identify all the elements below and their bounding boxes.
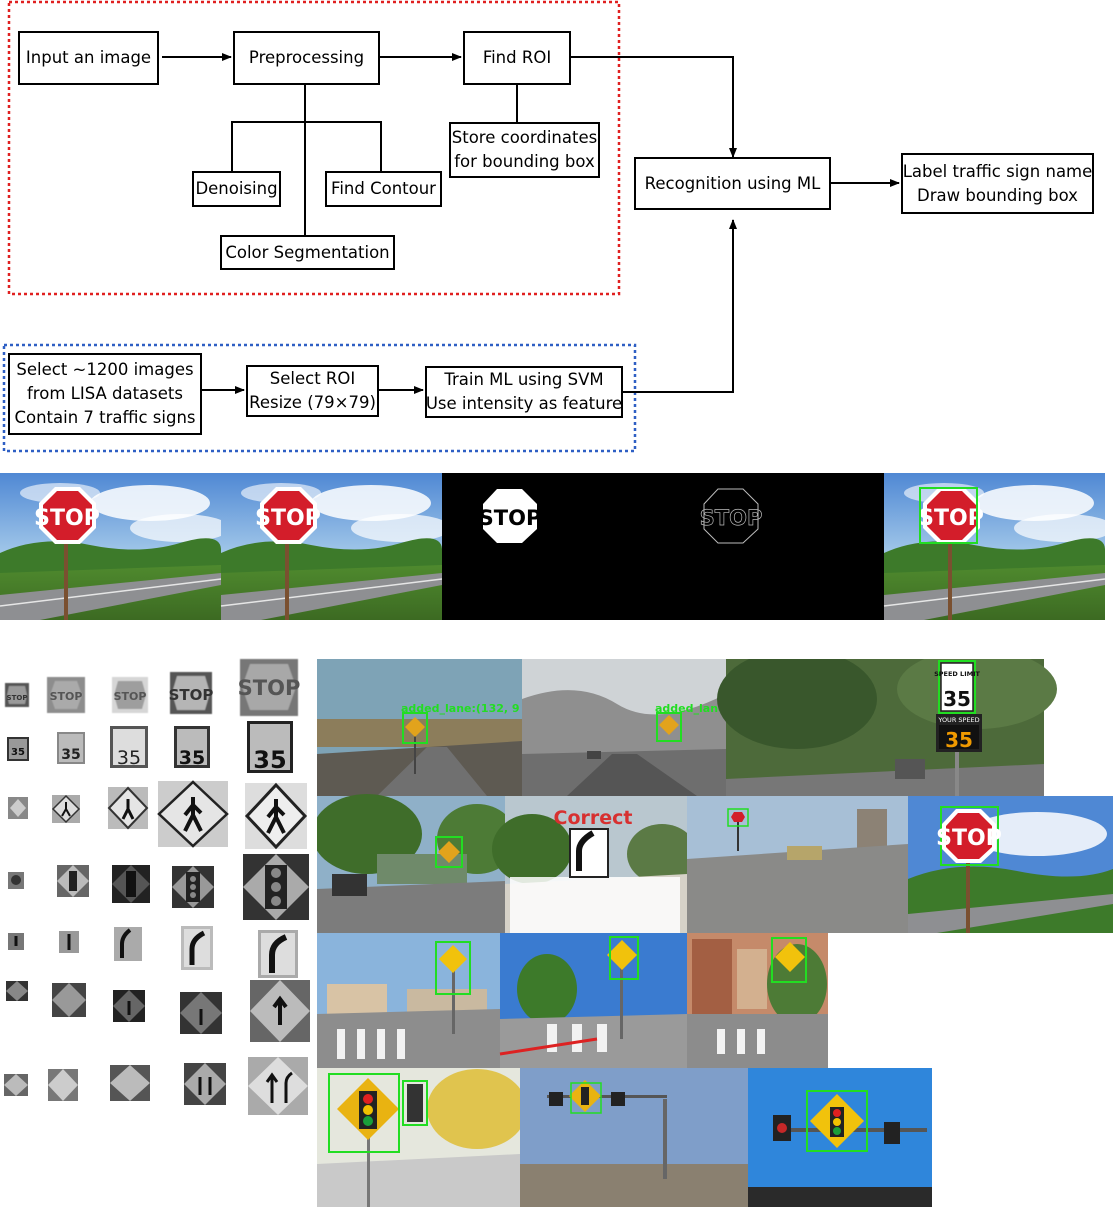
thumb-speed-t4: 35 [179,747,205,769]
thumb-row-stop [5,659,298,716]
test-img-signal-2 [520,1068,748,1207]
train-line-1: Train ML using SVM [444,370,604,389]
test-img-added-lane-2 [522,659,726,796]
speed-limit-caption: SPEED LIMIT [934,670,980,678]
processing-strip: STOP STOP STOP STOP STOP [0,473,1113,620]
test-img-pedestrian-2 [499,933,687,1068]
recognition-label: Recognition using ML [644,173,821,193]
your-speed-value: 35 [945,728,973,752]
stop-text-5: STOP [918,506,984,531]
input-image-box: Input an image [18,31,159,85]
thumb-speed-t5: 35 [253,746,286,774]
test-img-correct-keep-right [492,796,697,933]
thumb-speed-t1: 35 [11,747,25,758]
stop-text-4: STOP [700,506,763,530]
color-segmentation-label: Color Segmentation [225,242,390,262]
thumb-row-pedestrian [8,780,308,850]
stop-text-mosaic: STOP [936,826,1002,851]
stop-denoised-photo [220,473,452,620]
train-line-2: Use intensity as feature [425,394,623,413]
select-line-2: from LISA datasets [27,384,183,403]
train-svm-box: Train ML using SVM Use intensity as featu… [425,366,623,418]
arrow-findroi-recognition [571,56,737,158]
recognition-box: Recognition using ML [634,157,831,210]
input-image-label: Input an image [25,48,152,67]
thumb-row-signal [8,854,309,920]
stop-original-photo [0,473,231,620]
test-img-stop-road [687,796,908,933]
denoising-box: Denoising [192,171,281,207]
thumb-stop-t5: STOP [238,676,301,700]
speed-limit-value: 35 [943,687,971,711]
test-img-signal-1 [317,1068,527,1207]
diagram-connectors [2,0,900,453]
select-roi-box: Select ROI Resize (79×79) [246,365,379,417]
thumb-row-addedlane [6,980,310,1042]
detection-label-lane-1: added_lane:(132, 9 [401,702,520,715]
preprocessing-box: Preprocessing [233,31,380,85]
test-img-pedestrian-3 [687,933,828,1068]
thumb-stop-t2: STOP [50,690,83,703]
find-roi-label: Find ROI [482,48,552,67]
test-img-pedestrian-1 [317,933,500,1068]
thumb-speed-t3: 35 [117,747,141,769]
stop-text-1: STOP [34,506,100,531]
your-speed-caption: YOUR SPEED [937,716,979,724]
test-img-merge [317,794,517,933]
label-line-2: Draw bounding box [917,185,1078,205]
thumb-stop-t3: STOP [114,690,147,703]
stop-detected-photo [883,473,1113,620]
pipeline-region-border [7,0,621,296]
arrow-train-recognition [623,219,737,393]
training-region-border [2,343,637,453]
training-thumbnails: STOP STOP STOP STOP STOP 35 35 35 35 35 [4,659,310,1115]
thumb-stop-t4: STOP [169,686,214,704]
label-line-1: Label traffic sign name [902,161,1093,181]
contour-image [663,473,884,620]
store-line-2: for bounding box [454,152,595,171]
correct-label: Correct [554,807,633,829]
store-line-1: Store coordinates [451,128,598,147]
thumb-row-speed [7,721,293,773]
test-img-signal-3 [748,1068,932,1207]
stop-text-3: STOP [479,506,542,530]
test-img-speed-limit [717,659,1057,796]
segmentation-mask [442,473,663,620]
roi-line-2: Resize (79×79) [249,393,376,412]
store-coordinates-box: Store coordinates for bounding box [449,122,600,178]
thumb-stop-t1: STOP [7,694,28,702]
select-line-3: Contain 7 traffic signs [14,408,196,427]
contour-stop-shape [703,488,759,544]
denoising-label: Denoising [195,179,278,198]
preprocessing-label: Preprocessing [248,48,365,67]
stop-detection-box [919,487,978,544]
stop-text-2: STOP [255,506,321,531]
color-segmentation-box: Color Segmentation [220,235,395,270]
test-results-mosaic: added_lane:(132, 9 added_lane SPEED LIMI… [317,659,1113,1207]
test-img-stop-field [908,796,1113,933]
thumb-row-merge [8,926,298,978]
find-roi-box: Find ROI [463,31,571,85]
segmented-stop-shape [483,489,537,543]
detection-label-lane-2: added_lane [655,702,726,715]
thumb-row-lanesplit [4,1057,308,1115]
find-contour-label: Find Contour [331,179,436,198]
find-contour-box: Find Contour [325,171,442,207]
test-img-added-lane-1 [317,659,522,796]
select-line-1: Select ~1200 images [16,360,194,379]
roi-line-1: Select ROI [269,369,356,388]
connector-denoise-contour [231,121,382,171]
thumb-speed-t2: 35 [61,747,80,763]
